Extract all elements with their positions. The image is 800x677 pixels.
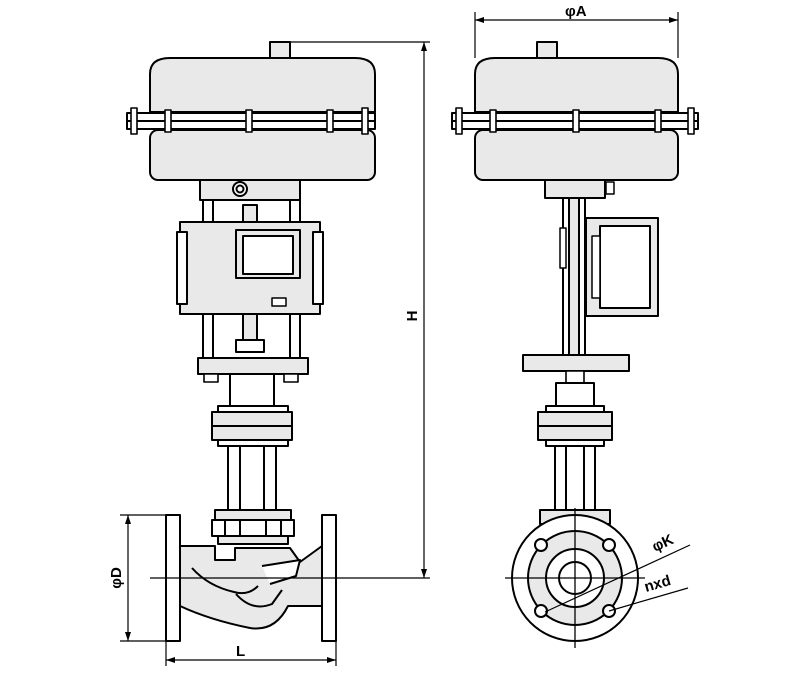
front-base-nuts bbox=[203, 373, 299, 383]
side-yoke bbox=[544, 179, 615, 359]
side-view bbox=[451, 41, 699, 648]
label-l: L bbox=[236, 643, 245, 660]
front-view bbox=[126, 41, 376, 642]
label-h: H bbox=[404, 311, 421, 322]
front-body-top bbox=[211, 509, 295, 545]
side-positioner bbox=[585, 217, 659, 317]
front-base-plate bbox=[197, 357, 309, 375]
front-actuator bbox=[126, 41, 376, 181]
label-phi-k: φK bbox=[650, 531, 677, 556]
front-positioner bbox=[176, 221, 324, 315]
side-base-plate bbox=[522, 354, 630, 372]
side-flange-face bbox=[505, 508, 645, 648]
front-valve-body bbox=[150, 514, 350, 642]
label-phi-d: φD bbox=[108, 567, 125, 589]
label-nxd: nxd bbox=[642, 572, 672, 596]
front-bonnet bbox=[211, 373, 293, 511]
side-bonnet bbox=[537, 382, 613, 525]
label-phi-a: φA bbox=[565, 3, 587, 20]
side-actuator bbox=[451, 41, 699, 181]
dimension-lines bbox=[120, 12, 691, 666]
